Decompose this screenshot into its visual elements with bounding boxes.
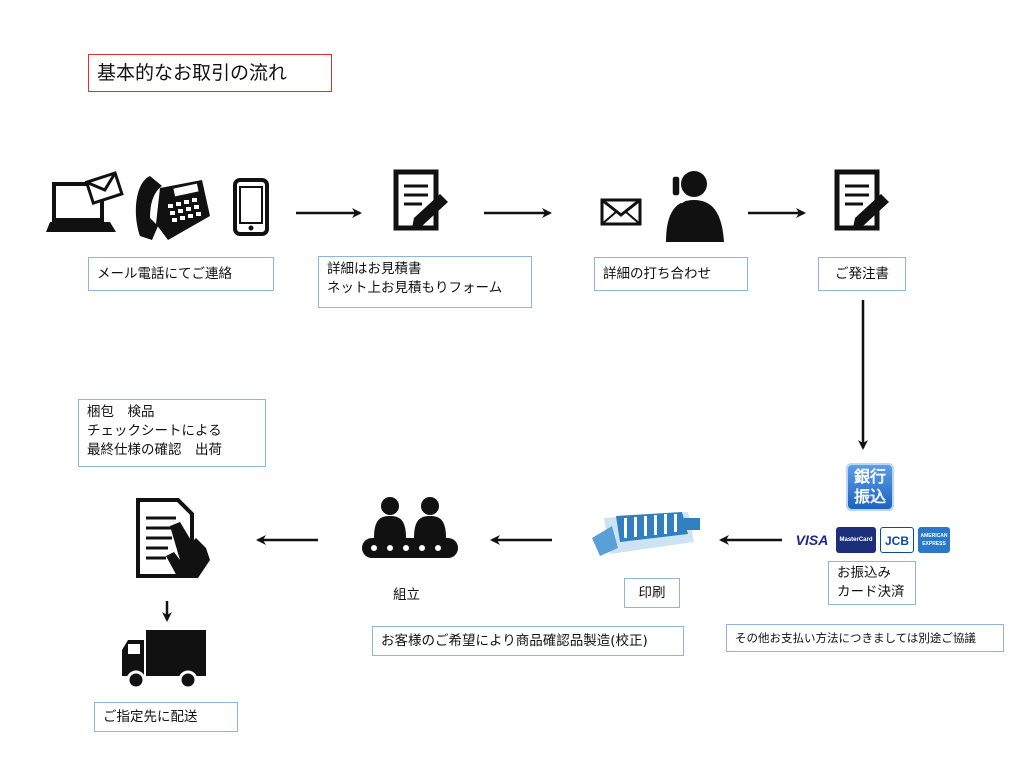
step-meeting-label: 詳細の打ち合わせ: [594, 257, 748, 291]
step-inspection-box: 梱包 検品 チェックシートによる 最終仕様の確認 出荷: [78, 399, 266, 467]
step-estimate-box: 詳細はお見積書 ネット上お見積もりフォーム: [318, 256, 532, 308]
step-estimate-line-2: ネット上お見積もりフォーム: [327, 280, 503, 296]
document-pen-icon: [393, 169, 448, 231]
bank-badge-line-1: 銀行: [853, 467, 886, 486]
step-order-label: ご発注書: [818, 257, 906, 291]
envelope-icon: [600, 198, 642, 226]
step-inspection-line-3: 最終仕様の確認 出荷: [87, 442, 222, 458]
visa-logo: VISA: [795, 532, 829, 548]
mastercard-logo: MasterCard: [836, 527, 876, 553]
step-payment-box: お振込み カード決済: [828, 561, 916, 605]
conveyor-workers-icon: [362, 497, 458, 558]
smartphone-icon: [233, 178, 269, 236]
jcb-logo: JCB: [880, 527, 914, 553]
page-title: 基本的なお取引の流れ: [88, 54, 332, 92]
step-contact-label: メール電話にてご連絡: [88, 257, 274, 291]
step-inspection-line-2: チェックシートによる: [87, 423, 222, 439]
step-print-label: 印刷: [624, 578, 680, 608]
print-note: お客様のご希望により商品確認品製造(校正): [372, 626, 684, 656]
bank-transfer-badge: 銀行 振込: [846, 463, 894, 511]
step-assembly-label: 組立: [393, 587, 420, 603]
step-payment-line-1: お振込み: [837, 565, 891, 581]
bank-badge-line-2: 振込: [853, 487, 886, 506]
step-estimate-line-1: 詳細はお見積書: [327, 261, 422, 277]
step-payment-line-2: カード決済: [837, 584, 905, 600]
person-on-phone-icon: [666, 171, 724, 242]
printing-press-icon: [592, 512, 700, 556]
office-phone-icon: [135, 176, 210, 240]
payment-note: その他お支払い方法につきましては別途ご協議: [726, 624, 1004, 652]
checklist-hand-icon: [136, 498, 210, 578]
step-inspection-line-1: 梱包 検品: [87, 404, 155, 420]
laptop-mail-icon: [46, 171, 124, 232]
amex-logo: AMERICAN EXPRESS: [918, 527, 950, 553]
truck-icon: [122, 630, 206, 690]
step-delivery-label: ご指定先に配送: [94, 702, 238, 732]
document-pen-icon: [834, 169, 889, 231]
